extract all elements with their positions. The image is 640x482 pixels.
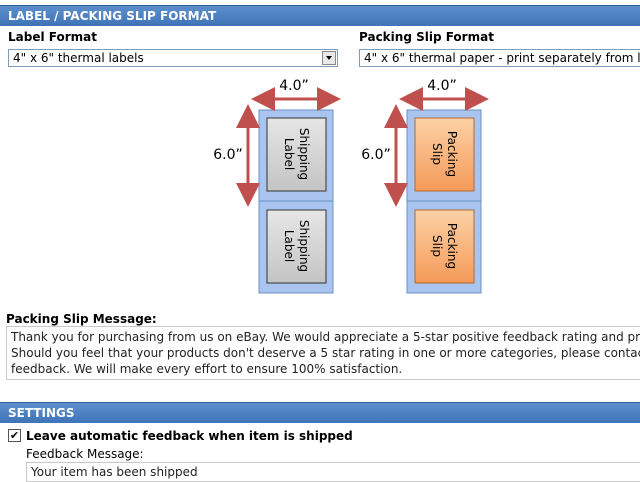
- message-line-1: Thank you for purchasing from us on eBay…: [11, 330, 640, 344]
- shipping-label-box-2: [266, 209, 327, 284]
- format-diagram: Shipping Label Shipping Label Packing Sl…: [213, 78, 489, 294]
- shipping-label-text-1a: Shipping: [297, 128, 311, 180]
- message-line-2: Should you feel that your products don't…: [11, 346, 640, 360]
- chevron-down-icon[interactable]: [322, 51, 336, 65]
- packing-slip-text-2a: Packing: [445, 223, 459, 269]
- label-format-label: Label Format: [8, 30, 97, 44]
- packing-slip-message-label: Packing Slip Message:: [6, 312, 157, 326]
- packing-slip-box-2: [414, 209, 475, 284]
- feedback-message-input[interactable]: Your item has been shipped: [26, 462, 640, 482]
- packing-slip-format-label: Packing Slip Format: [359, 30, 494, 44]
- height-label-right: 6.0”: [361, 147, 391, 163]
- width-label-right: 4.0”: [427, 78, 457, 94]
- packing-slip-format-select[interactable]: 4" x 6" thermal paper - print separately…: [359, 49, 640, 67]
- feedback-message-label: Feedback Message:: [26, 447, 144, 461]
- message-line-3: feedback. We will make every effort to e…: [11, 362, 403, 376]
- packing-slip-box-1: [414, 117, 475, 192]
- packing-slip-text-1b: Slip: [430, 143, 444, 165]
- section-header-label-format: LABEL / PACKING SLIP FORMAT: [0, 5, 640, 26]
- shipping-label-box-1: [266, 117, 327, 192]
- label-format-value: 4" x 6" thermal labels: [13, 51, 144, 65]
- packing-slip-format-value: 4" x 6" thermal paper - print separately…: [364, 51, 640, 65]
- packing-slip-text-2b: Slip: [430, 235, 444, 257]
- packing-slip-message-textarea[interactable]: Thank you for purchasing from us on eBay…: [6, 326, 640, 380]
- auto-feedback-label: Leave automatic feedback when item is sh…: [26, 429, 353, 443]
- section-header-settings: SETTINGS: [0, 402, 640, 423]
- label-format-select[interactable]: 4" x 6" thermal labels: [8, 49, 338, 67]
- shipping-label-text-1b: Label: [282, 138, 296, 170]
- shipping-label-text-2b: Label: [282, 230, 296, 262]
- auto-feedback-checkbox[interactable]: ✔: [8, 429, 21, 442]
- height-label-left: 6.0”: [213, 147, 243, 163]
- packing-slip-text-1a: Packing: [445, 131, 459, 177]
- width-label-left: 4.0”: [279, 78, 309, 94]
- shipping-label-text-2a: Shipping: [297, 220, 311, 272]
